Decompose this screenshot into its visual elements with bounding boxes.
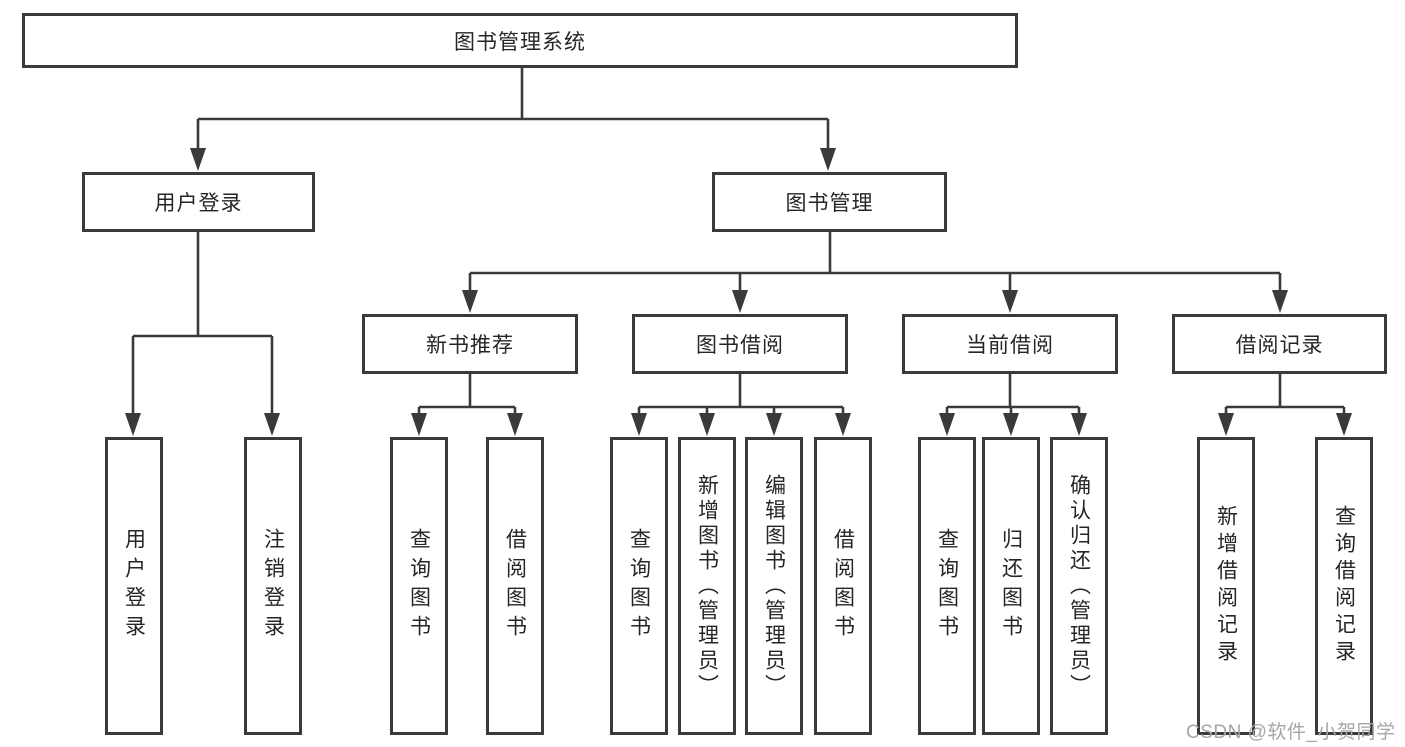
- leaf-newbook-search-label: 查询图书: [407, 528, 431, 644]
- leaf-records-search-label: 查询借阅记录: [1332, 505, 1356, 667]
- node-user-login-label: 用户登录: [154, 192, 243, 215]
- leaf-borrow-search: 查询图书: [610, 437, 668, 735]
- node-root-label: 图书管理系统: [454, 30, 586, 54]
- leaf-logout: 注销登录: [244, 437, 302, 735]
- leaf-borrow-book-label: 借阅图书: [831, 528, 855, 644]
- leaf-current-confirm-admin-label: 确认归还（管理员）: [1067, 473, 1091, 699]
- leaf-newbook-borrow-label: 借阅图书: [503, 528, 527, 644]
- leaf-current-search-label: 查询图书: [935, 528, 959, 644]
- leaf-logout-label: 注销登录: [261, 528, 285, 644]
- node-borrow-records: 借阅记录: [1172, 314, 1387, 374]
- node-new-book-recommend: 新书推荐: [362, 314, 578, 374]
- node-book-borrow: 图书借阅: [632, 314, 848, 374]
- leaf-user-login: 用户登录: [105, 437, 163, 735]
- leaf-current-return: 归还图书: [982, 437, 1040, 735]
- leaf-current-confirm-admin: 确认归还（管理员）: [1050, 437, 1108, 735]
- node-borrow-records-label: 借阅记录: [1235, 334, 1324, 357]
- leaf-borrow-search-label: 查询图书: [627, 528, 651, 644]
- leaf-borrow-edit-admin-label: 编辑图书（管理员）: [762, 473, 786, 699]
- csdn-watermark: CSDN @软件_小贺同学: [1186, 722, 1396, 743]
- leaf-borrow-edit-admin: 编辑图书（管理员）: [745, 437, 803, 735]
- leaf-newbook-search: 查询图书: [390, 437, 448, 735]
- leaf-borrow-add-admin-label: 新增图书（管理员）: [695, 473, 719, 699]
- leaf-current-search: 查询图书: [918, 437, 976, 735]
- node-current-borrow: 当前借阅: [902, 314, 1118, 374]
- leaf-records-add: 新增借阅记录: [1197, 437, 1255, 735]
- leaf-borrow-add-admin: 新增图书（管理员）: [678, 437, 736, 735]
- leaf-records-add-label: 新增借阅记录: [1214, 505, 1238, 667]
- leaf-newbook-borrow: 借阅图书: [486, 437, 544, 735]
- leaf-records-search: 查询借阅记录: [1315, 437, 1373, 735]
- leaf-user-login-label: 用户登录: [122, 528, 146, 644]
- node-book-management-label: 图书管理: [785, 192, 874, 215]
- leaf-borrow-book: 借阅图书: [814, 437, 872, 735]
- node-book-borrow-label: 图书借阅: [696, 334, 784, 357]
- arrowhead-icons: [125, 148, 1352, 436]
- leaf-current-return-label: 归还图书: [999, 528, 1023, 644]
- node-current-borrow-label: 当前借阅: [966, 334, 1054, 357]
- node-root-system: 图书管理系统: [22, 13, 1018, 68]
- node-book-management: 图书管理: [712, 172, 947, 232]
- node-new-book-recommend-label: 新书推荐: [426, 334, 514, 357]
- node-user-login: 用户登录: [82, 172, 315, 232]
